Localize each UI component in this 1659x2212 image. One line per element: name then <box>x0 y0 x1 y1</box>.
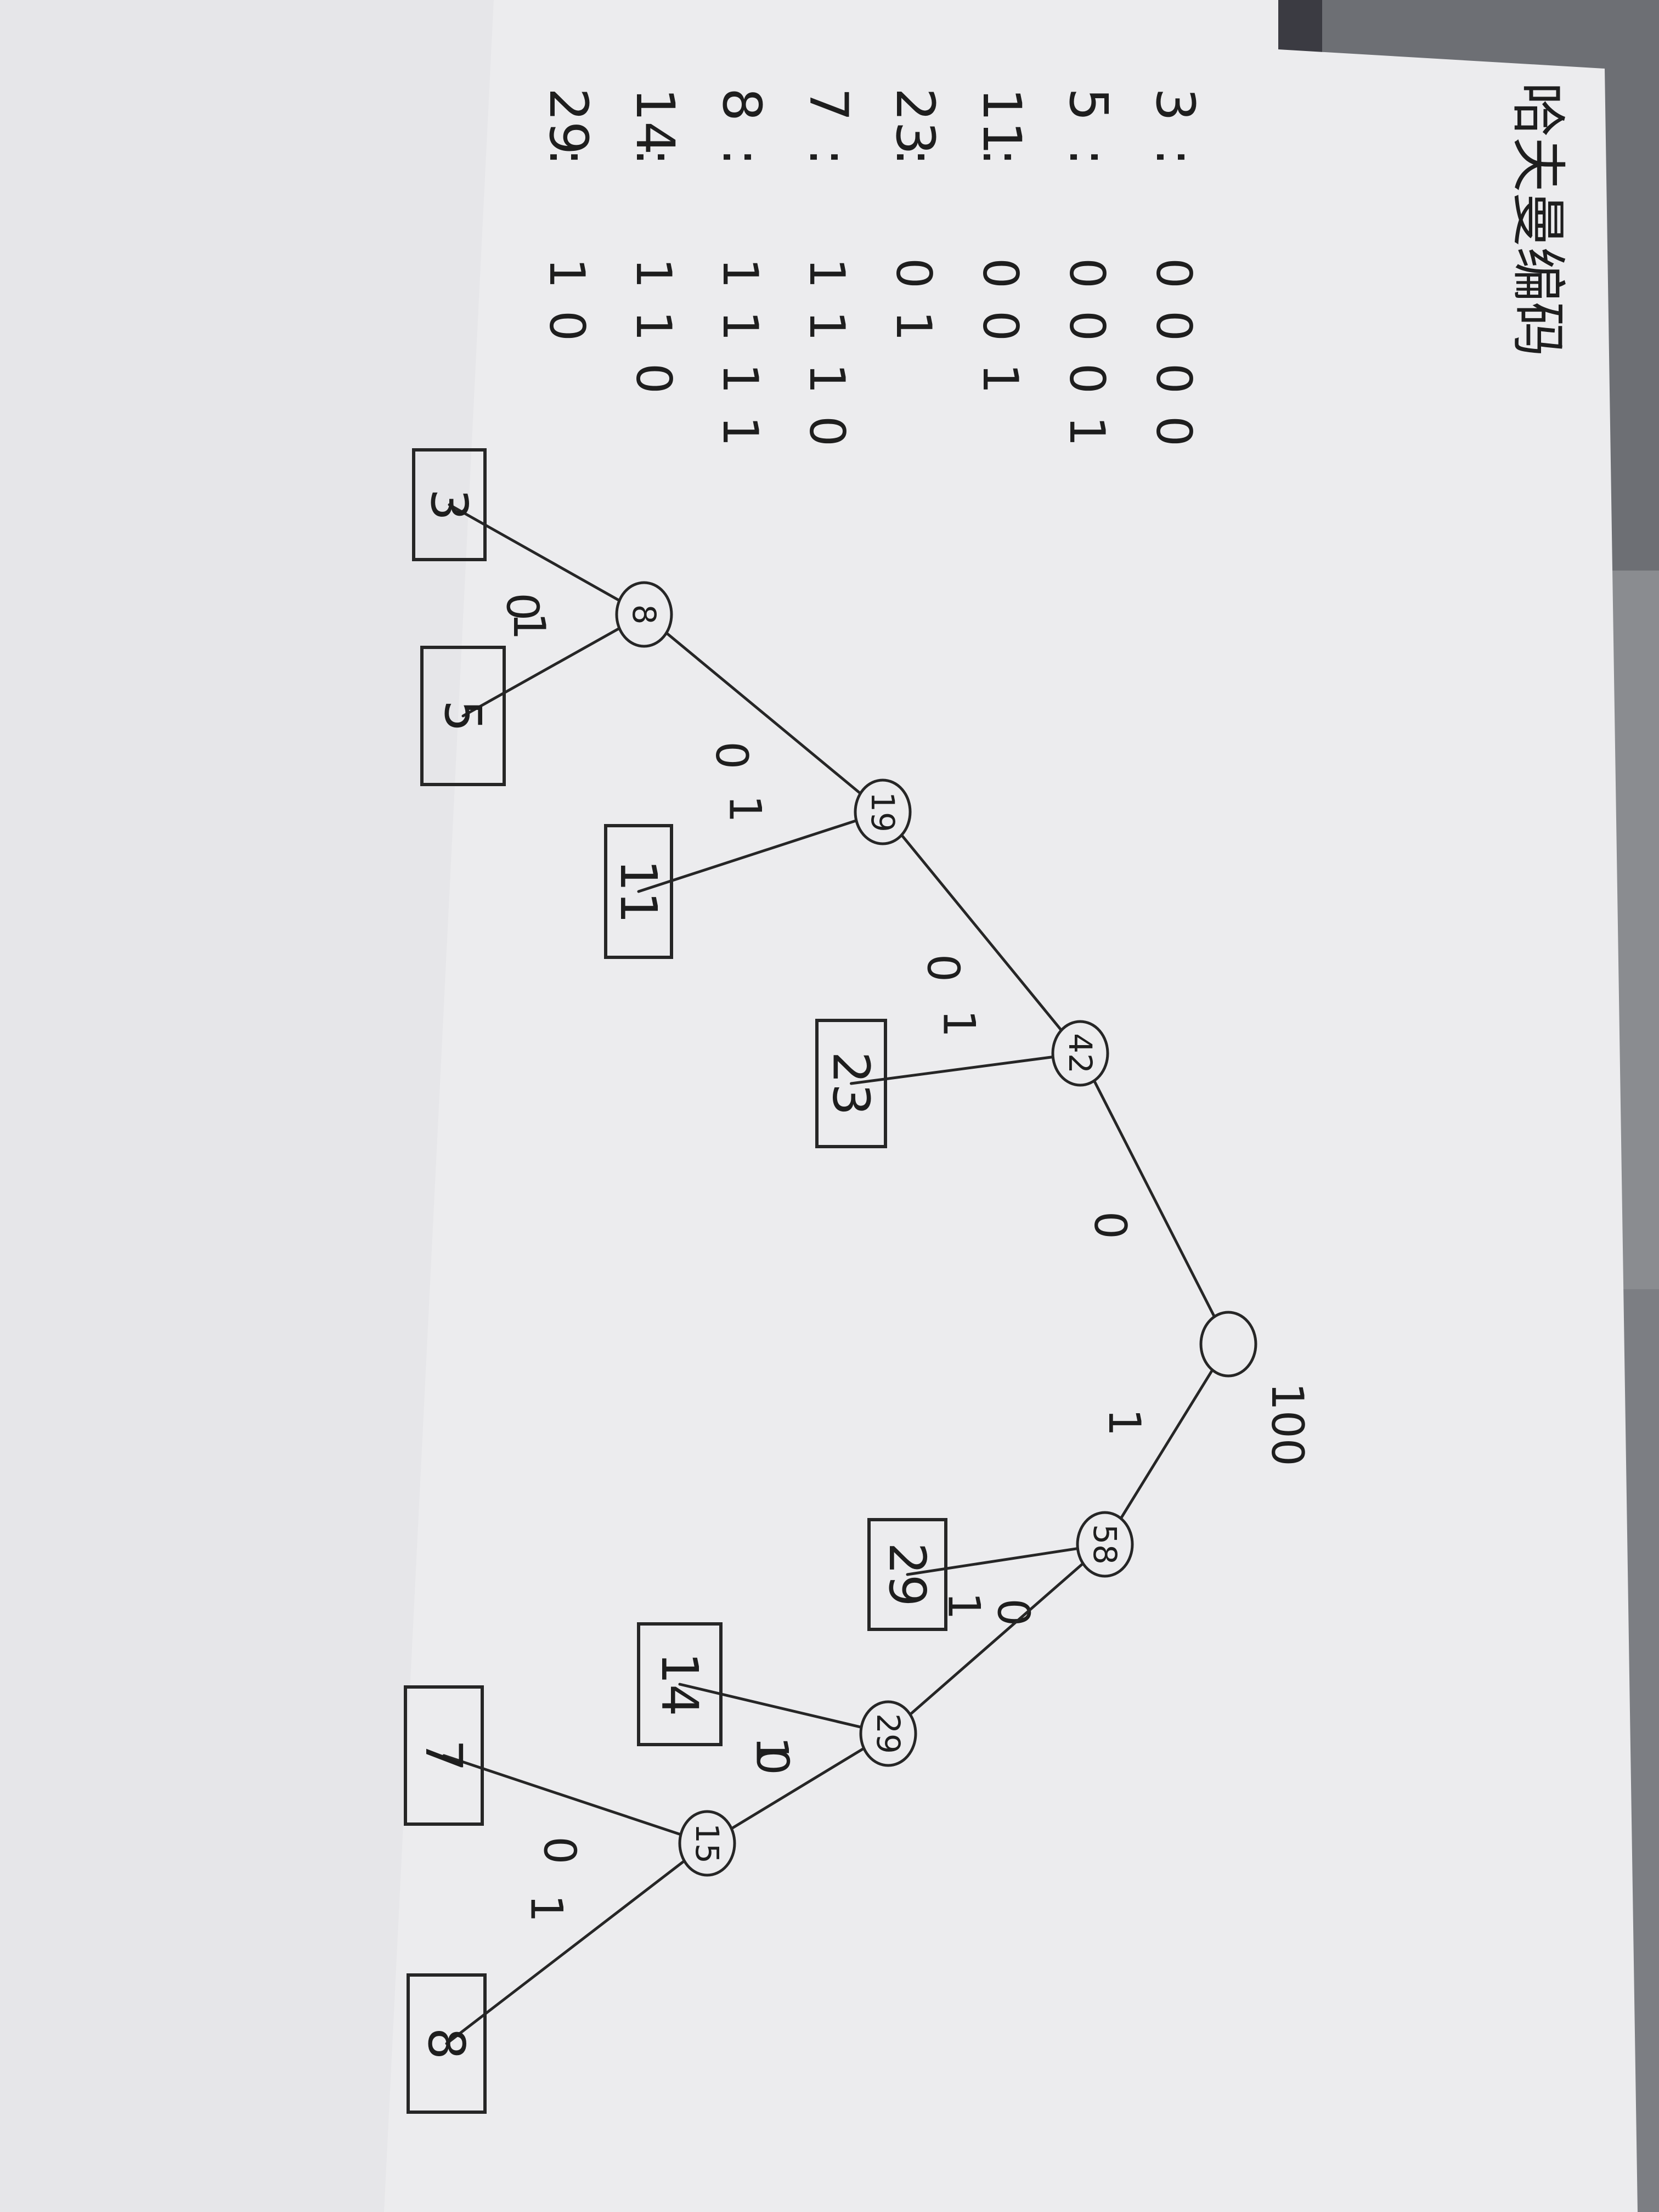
leaf-node-weight: 11 <box>609 859 668 923</box>
code-table-colon: : <box>1144 148 1206 166</box>
code-table-symbol: 3 <box>1144 88 1206 121</box>
code-table-code: 10 <box>539 258 595 363</box>
internal-node-weight: 29 <box>870 1713 907 1754</box>
code-table: 3: 0000 5: 0001 11: 001 23: 01 7: 1110 8: 1111 14: 11… <box>538 88 1206 469</box>
tree-edge <box>642 613 884 814</box>
tree-edge <box>448 503 646 616</box>
code-table-colon: : <box>538 148 599 166</box>
code-table-code: 0000 <box>1146 258 1202 469</box>
leaf-node-weight: 3 <box>420 489 478 521</box>
tree-edge <box>850 1052 1082 1085</box>
code-table-colon: : <box>971 148 1032 166</box>
code-table-code: 0001 <box>1059 258 1115 469</box>
code-table-colon: : <box>624 148 686 166</box>
leaf-node-box <box>412 448 487 561</box>
internal-node-circle <box>1051 1020 1109 1087</box>
edge-bit-label: 0 <box>706 741 757 769</box>
code-table-colon: : <box>1058 148 1119 166</box>
leaf-node-box <box>404 1685 484 1826</box>
tree-edge <box>887 1543 1107 1735</box>
edge-bit-label: 1 <box>521 1894 572 1922</box>
code-table-code: 1110 <box>799 258 855 469</box>
code-table-code: 1111 <box>712 258 769 469</box>
leaf-node-box <box>407 1973 487 2114</box>
paper-shadow <box>0 0 494 2212</box>
tree-edge <box>461 613 646 718</box>
tree-edge <box>445 1842 709 2045</box>
tree-edge <box>1103 1342 1230 1546</box>
code-table-symbol: 14 <box>624 88 686 155</box>
internal-node-weight: 8 <box>625 605 663 625</box>
internal-node-weight: 42 <box>1062 1033 1099 1074</box>
leaf-node-weight: 7 <box>414 1740 473 1772</box>
code-table-symbol: 5 <box>1058 88 1119 121</box>
code-table-colon: : <box>798 148 859 166</box>
internal-node-weight: 58 <box>1086 1524 1124 1565</box>
leaf-node-weight: 29 <box>878 1542 936 1606</box>
internal-node-circle <box>859 1700 917 1767</box>
tree-edge <box>678 1683 890 1735</box>
code-table-symbol: 8 <box>711 88 772 121</box>
code-table-symbol: 11 <box>971 88 1032 155</box>
code-table-code: 110 <box>625 258 682 416</box>
root-weight-label: 100 <box>1262 1383 1313 1466</box>
leaf-node-weight: 8 <box>417 2028 476 2060</box>
leaf-node-weight: 5 <box>433 700 492 732</box>
code-table-symbol: 23 <box>884 88 946 155</box>
edge-bit-label: 0 <box>988 1598 1039 1626</box>
diagram-title: 哈夫曼编码 <box>1506 82 1570 357</box>
tree-edge <box>1079 1052 1230 1346</box>
code-table-code: 001 <box>972 258 1029 416</box>
code-table-colon: : <box>711 148 772 166</box>
internal-node-circle <box>615 581 673 648</box>
edge-bit-label: 1 <box>504 612 555 640</box>
edge-bit-label: 1 <box>746 1736 797 1764</box>
internal-node-circle <box>678 1810 736 1877</box>
internal-node-circle <box>854 778 912 845</box>
edge-bit-label: 0 <box>1085 1211 1136 1239</box>
tree-edge <box>442 1754 709 1845</box>
code-table-symbol: 7 <box>798 88 859 121</box>
leaf-node-box <box>637 1622 723 1746</box>
tree-nodes: 42 19 8 58 29 15 <box>615 581 1257 1877</box>
edge-bit-label: 1 <box>1099 1408 1150 1436</box>
internal-node-weight: 19 <box>864 792 901 832</box>
tree-edge <box>906 1543 1107 1576</box>
edge-bit-label: 0 <box>747 1747 798 1775</box>
internal-node-circle <box>1199 1311 1257 1378</box>
edge-bit-label: 0 <box>496 592 548 620</box>
edge-bit-label: 0 <box>917 954 968 982</box>
edge-bit-label: 1 <box>720 795 771 823</box>
code-table-colon: : <box>884 148 946 166</box>
tree-edge <box>637 810 884 893</box>
edge-bit-label: 0 <box>534 1836 585 1864</box>
code-table-code: 01 <box>885 258 942 363</box>
leaf-node-box <box>815 1019 887 1148</box>
tree-edge <box>881 810 1082 1055</box>
tree-edge <box>706 1732 890 1845</box>
internal-node-weight: 15 <box>689 1823 726 1864</box>
edge-bit-label: 1 <box>933 1009 984 1037</box>
diagram-content: 哈夫曼编码 3:00005:000111:00123:017:11108:111… <box>404 82 1570 2114</box>
code-table-symbol: 29 <box>538 88 599 155</box>
internal-node-circle <box>1076 1511 1134 1578</box>
leaf-node-box <box>420 646 506 786</box>
leaf-node-box <box>867 1518 947 1631</box>
leaf-node-box <box>604 824 673 959</box>
leaf-node-weight: 23 <box>822 1051 881 1115</box>
leaf-node-weight: 14 <box>650 1652 709 1716</box>
